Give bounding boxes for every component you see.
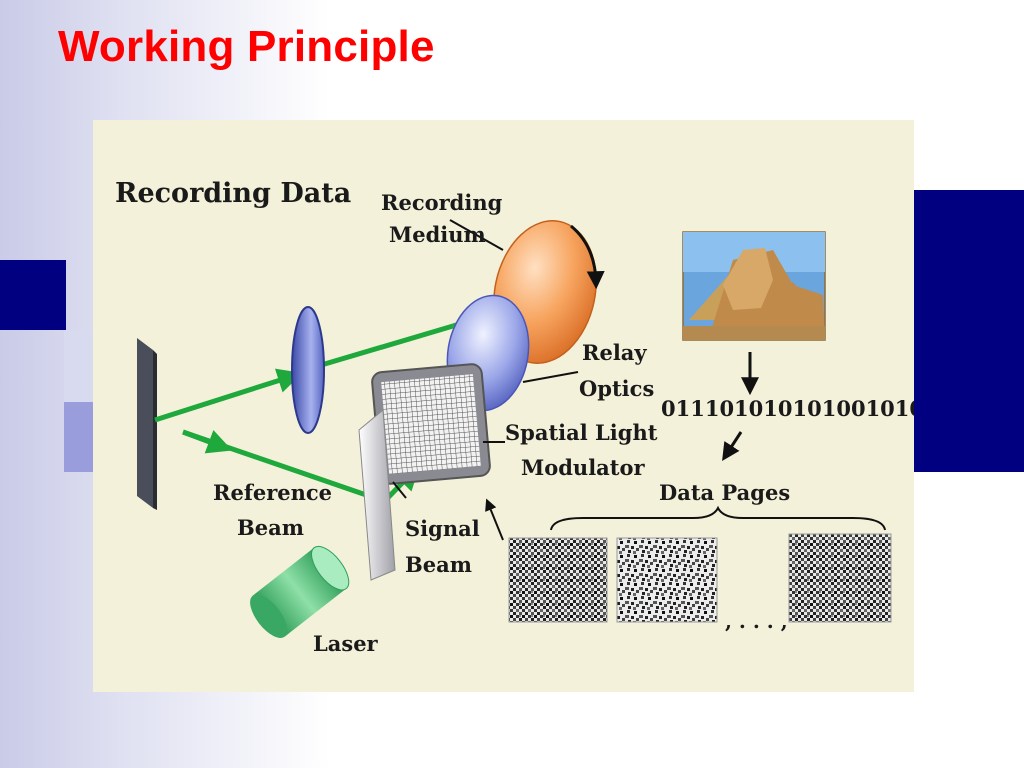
- data-page-2: [616, 537, 718, 623]
- data-pages-brace: [550, 505, 886, 531]
- arrow-binary-to-pages: [722, 431, 743, 462]
- label-recording: Recording: [381, 190, 503, 215]
- recording-diagram: Recording Data Recording Medium Relay Op…: [93, 120, 914, 692]
- data-page-3: [788, 533, 892, 623]
- label-optics: Optics: [579, 376, 654, 401]
- sphinx-image: [682, 231, 826, 341]
- pages-ellipsis: , . . . ,: [725, 609, 788, 633]
- navy-block-right: [914, 190, 1024, 472]
- relay-beam: [317, 323, 454, 369]
- pointer-signal-beam: [392, 481, 407, 499]
- lavender-block-left-dark: [64, 402, 94, 472]
- slide-title: Working Principle: [58, 22, 435, 71]
- spatial-light-modulator-grid: [381, 374, 481, 474]
- label-signal-beam: Beam: [405, 552, 472, 577]
- reflected-beam: [154, 368, 303, 423]
- label-relay: Relay: [582, 340, 647, 365]
- pointer-recording-medium: [449, 219, 504, 251]
- label-spatial-light: Spatial Light: [505, 420, 658, 445]
- label-laser: Laser: [313, 631, 379, 656]
- input-arrow: [485, 498, 504, 541]
- data-page-1: [508, 537, 608, 623]
- lens: [291, 306, 325, 434]
- pointer-relay-optics: [522, 371, 579, 383]
- binary-string: 011101010101001010...: [661, 396, 914, 421]
- mirror-panel: [137, 338, 153, 508]
- label-medium: Medium: [389, 222, 486, 247]
- label-modulator: Modulator: [521, 455, 645, 480]
- label-reference-beam: Beam: [237, 515, 304, 540]
- reference-beam-arrow: [182, 429, 233, 454]
- beam-splitter: [358, 408, 396, 581]
- rotation-arrow: [570, 224, 605, 290]
- label-data-pages: Data Pages: [659, 480, 790, 505]
- navy-block-left: [0, 260, 66, 330]
- label-reference: Reference: [213, 480, 332, 505]
- laser-device: [250, 545, 350, 638]
- mirror-edge: [153, 350, 157, 510]
- diagram-svg: Recording Data Recording Medium Relay Op…: [115, 178, 914, 656]
- label-signal: Signal: [405, 516, 480, 541]
- diagram-heading: Recording Data: [115, 178, 351, 209]
